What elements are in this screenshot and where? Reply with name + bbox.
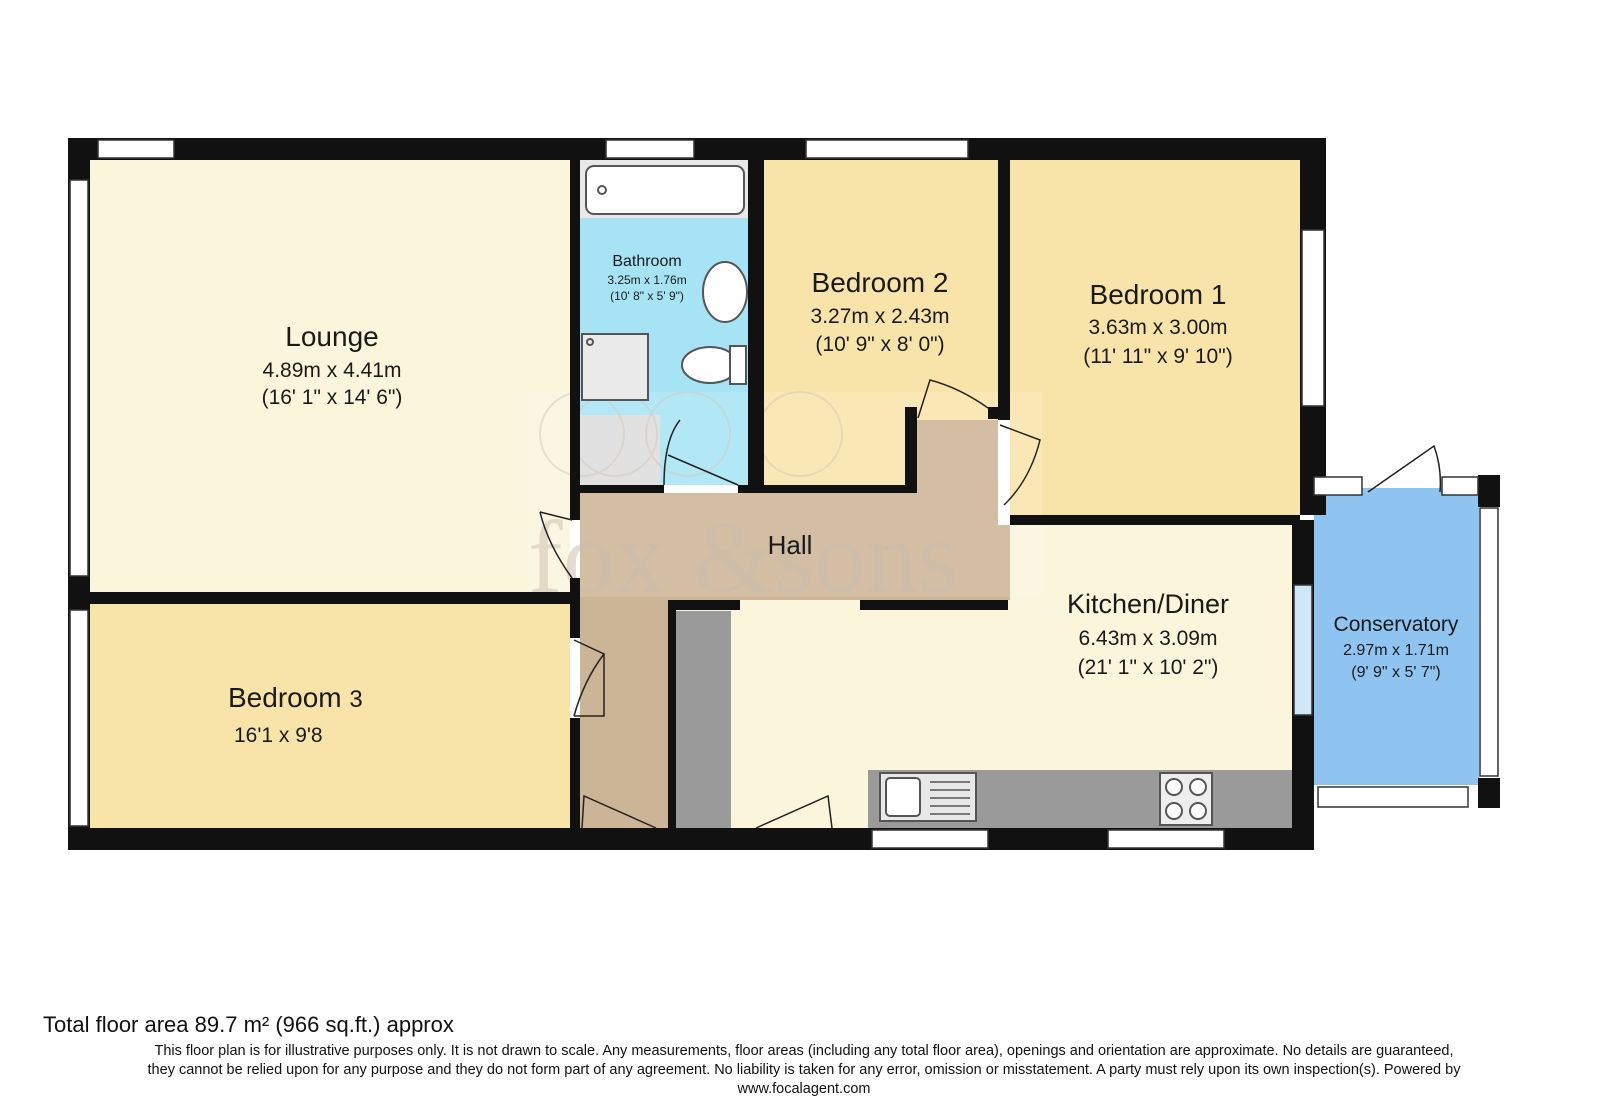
window-kitchen-bottom-right (1107, 829, 1225, 849)
lounge-dims: 4.89m x 4.41m (263, 359, 402, 382)
bathroom-dims: 3.25m x 1.76m (607, 273, 686, 287)
window-conservatory-top-right (1441, 476, 1479, 496)
basin (702, 261, 748, 323)
window-bedroom2-top (805, 139, 969, 159)
bedroom1-imperial: (11' 11" x 9' 10") (1083, 345, 1232, 368)
bedroom3-dims: 16'1 x 9'8 (234, 724, 323, 747)
lounge-floor (90, 160, 570, 592)
hall-name: Hall (768, 530, 813, 560)
window-bedroom3-left (69, 609, 89, 827)
disclaimer: This floor plan is for illustrative purp… (30, 1042, 1578, 1099)
windows (69, 139, 1499, 849)
shower-drain (586, 338, 594, 346)
bath (585, 165, 745, 215)
bedroom3-floor (90, 604, 570, 828)
sink-bowl (885, 777, 921, 817)
door-bedroom1 (999, 424, 1041, 506)
window-kitchen-conservatory (1293, 584, 1313, 716)
bedroom2-name: Bedroom 2 (812, 267, 949, 298)
conservatory-name: Conservatory (1334, 613, 1459, 636)
worktop-left (674, 611, 731, 828)
bedroom1-name: Bedroom 1 (1090, 279, 1227, 310)
window-lounge-top (97, 139, 175, 159)
disclaimer-line-2: they cannot be relied upon for any purpo… (147, 1062, 1461, 1078)
door-conservatory (1367, 444, 1442, 493)
door-bathroom (663, 419, 739, 486)
bedroom3-name: Bedroom 3 (228, 682, 363, 713)
fixtures (581, 165, 1213, 826)
bathroom-name: Bathroom (612, 253, 681, 270)
bathroom-imperial: (10' 8" x 5' 9") (610, 289, 684, 303)
bedroom2-dims: 3.27m x 2.43m (811, 305, 950, 328)
door-bedroom2 (917, 379, 989, 419)
window-lounge-left (69, 179, 89, 577)
conservatory-floor (1314, 488, 1479, 785)
lounge-name: Lounge (285, 321, 378, 352)
bedroom2-imperial: (10' 9" x 8' 0") (815, 333, 944, 356)
door-bedroom3 (573, 639, 605, 717)
watermark-text: fox &sons (528, 500, 958, 615)
window-conservatory-bottom (1317, 786, 1469, 808)
disclaimer-link[interactable]: www.focalagent.com (737, 1081, 871, 1097)
door-kitchen (755, 794, 833, 829)
bedroom1-floor (1010, 160, 1300, 515)
total-floor-area: Total floor area 89.7 m² (966 sq.ft.) ap… (43, 1012, 454, 1037)
bath-drain (597, 185, 607, 195)
kitchen-name: Kitchen/Diner (1067, 589, 1229, 619)
watermark: fox &sons (528, 391, 1042, 615)
window-conservatory-right (1479, 507, 1499, 777)
disclaimer-line-1: This floor plan is for illustrative purp… (154, 1043, 1454, 1059)
drainer-ribs (930, 781, 970, 815)
toilet-cistern (729, 345, 747, 385)
hall-floor (580, 420, 1010, 850)
kitchen-imperial: (21' 1" x 10' 2") (1078, 656, 1219, 679)
floor-plan: fox &sons (68, 138, 1500, 850)
shower-tray (581, 333, 649, 401)
window-conservatory-top-left (1313, 476, 1363, 496)
bedroom3-number: 3 (349, 686, 362, 713)
bedroom3-name-word: Bedroom (228, 682, 342, 713)
door-lounge (539, 511, 573, 579)
conservatory-imperial: (9' 9" x 5' 7") (1351, 664, 1441, 681)
conservatory-dims: 2.97m x 1.71m (1343, 642, 1449, 659)
door-front (581, 794, 657, 829)
window-bedroom1-right (1301, 229, 1325, 407)
window-bathroom-top (605, 139, 695, 159)
window-kitchen-bottom-left (871, 829, 989, 849)
lounge-imperial: (16' 1" x 14' 6") (262, 386, 403, 409)
doors (539, 379, 1442, 829)
kitchen-dims: 6.43m x 3.09m (1079, 627, 1218, 650)
bedroom1-dims: 3.63m x 3.00m (1089, 316, 1228, 339)
